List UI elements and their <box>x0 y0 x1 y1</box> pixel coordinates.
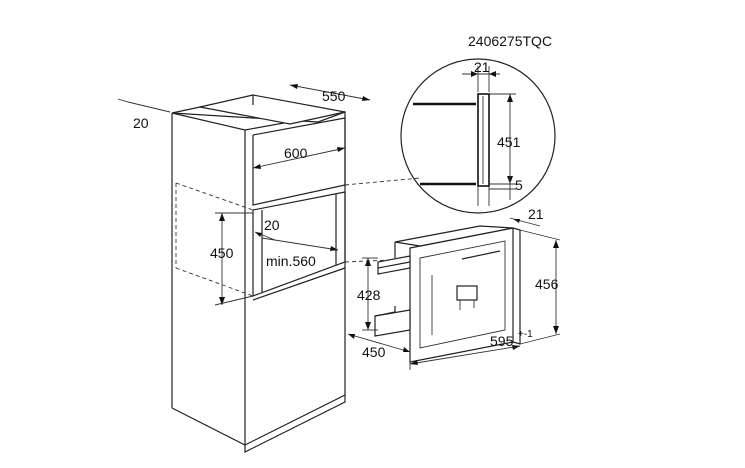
dim-detail-height: 451 <box>497 134 521 150</box>
niche-depth-bottom <box>175 267 254 297</box>
coffee-machine <box>374 225 521 363</box>
niche-depth-ext-1 <box>344 177 421 186</box>
dim-niche-width: 600 <box>284 145 308 161</box>
upper-unit-top <box>199 94 346 125</box>
cabinet <box>171 94 421 453</box>
cabinet-plinth <box>244 395 346 453</box>
dim-appliance-width: 595 <box>490 333 514 349</box>
upper-compartment <box>252 117 346 206</box>
dim-appliance-body-depth: 450 <box>362 344 386 360</box>
dim-cabinet-top-depth: 550 <box>322 88 346 104</box>
appliance-lower-drawer <box>374 309 411 337</box>
niche-depth-top <box>175 182 254 211</box>
dim-appliance-body-height: 428 <box>357 287 381 303</box>
dim-detail-gap: 5 <box>515 177 523 193</box>
dim-niche-gap: 20 <box>264 217 280 233</box>
cabinet-right-face <box>244 111 346 446</box>
dim-niche-min-depth: min.560 <box>266 253 316 269</box>
cabinet-front-face <box>171 112 246 446</box>
lower-door-top <box>252 267 346 301</box>
dim-niche-height: 450 <box>210 245 234 261</box>
dim-appliance-width-tolerance: +-1 <box>518 329 533 340</box>
dim-appliance-front-height: 456 <box>535 276 559 292</box>
dim-detail-thickness: 21 <box>474 59 490 75</box>
appliance-inner-panel <box>419 240 506 349</box>
cabinet-dimension-lines <box>117 84 371 306</box>
dim-appliance-frame-depth: 21 <box>528 206 544 222</box>
appliance-frame-side <box>512 227 521 345</box>
detail-circle <box>400 58 556 214</box>
appliance-dispenser <box>456 285 478 301</box>
dim-cabinet-side-offset: 20 <box>133 115 149 131</box>
appliance-body-top <box>394 225 514 247</box>
appliance-display <box>461 250 501 260</box>
figure-code: 2406275TQC <box>468 33 552 49</box>
appliance-dimension-lines <box>347 217 561 370</box>
